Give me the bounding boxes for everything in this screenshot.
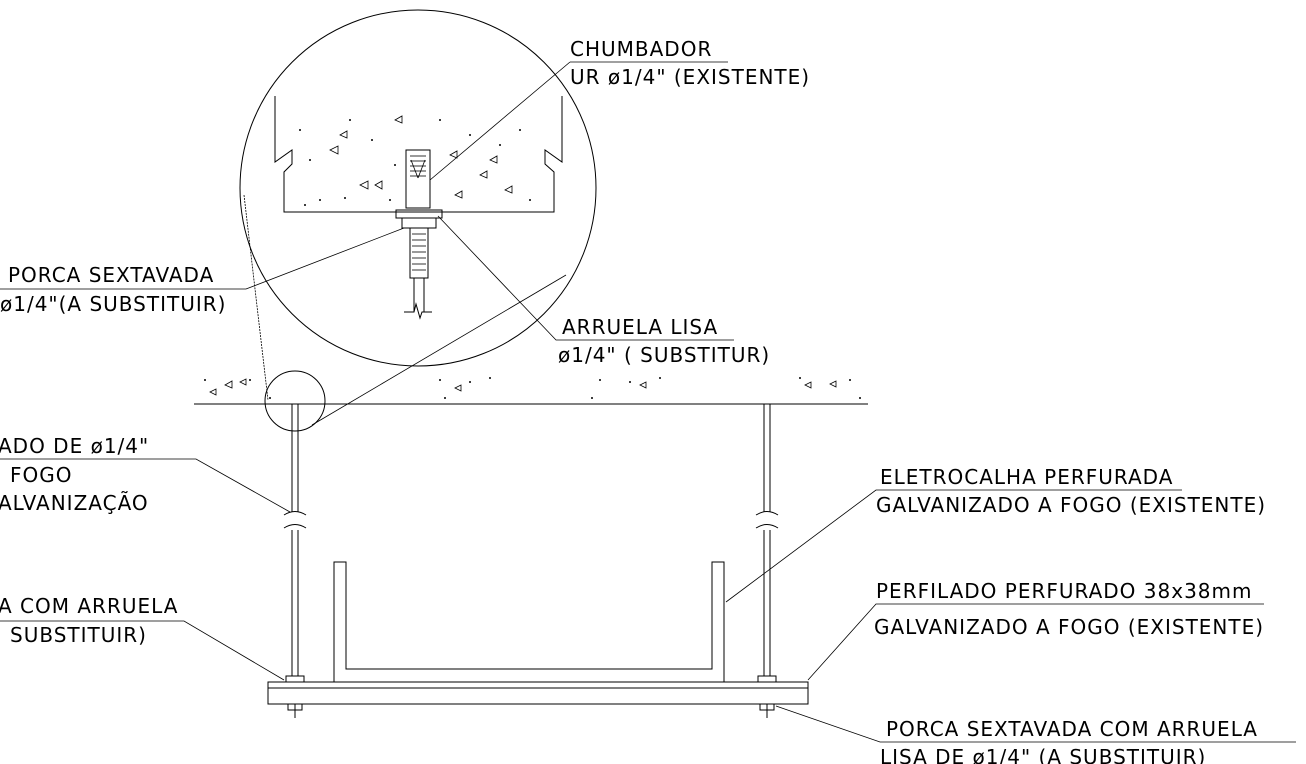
label-vergalhao-2: FOGO	[10, 463, 73, 487]
threaded-rod-right	[755, 404, 779, 718]
label-porca-left-1: A COM ARRUELA	[0, 594, 178, 618]
label-eletrocalha-2: GALVANIZADO A FOGO (EXISTENTE)	[876, 493, 1266, 517]
label-porca-left-2: SUBSTITUIR)	[10, 623, 147, 647]
leader-lines	[0, 61, 1296, 743]
label-porca-bottom-2: LISA DE ø1/4" (A SUBSTITUIR)	[880, 745, 1206, 764]
detail-bubble	[239, 9, 597, 426]
threaded-rod-left	[283, 404, 307, 718]
label-arruela-1: ARRUELA LISA	[562, 315, 718, 339]
label-eletrocalha-1: ELETROCALHA PERFURADA	[880, 465, 1173, 489]
cable-tray	[333, 561, 725, 682]
label-porca-bottom-1: PORCA SEXTAVADA COM ARRUELA	[886, 717, 1258, 741]
label-perfilado-2: GALVANIZADO A FOGO (EXISTENTE)	[874, 615, 1264, 639]
label-chumbador-1: CHUMBADOR	[570, 37, 712, 61]
label-chumbador-2: UR ø1/4" (EXISTENTE)	[570, 65, 810, 89]
label-perfilado-1: PERFILADO PERFURADO 38x38mm	[876, 579, 1252, 603]
label-vergalhao-3: ALVANIZAÇÃO	[0, 491, 149, 515]
annotation-labels: CHUMBADOR UR ø1/4" (EXISTENTE) PORCA SEX…	[0, 37, 1266, 764]
ceiling-slab	[194, 370, 868, 432]
strut-profile	[267, 681, 809, 705]
label-porca-top-2: ø1/4"(A SUBSTITUIR)	[0, 292, 226, 316]
label-arruela-2: ø1/4" ( SUBSTITUR)	[558, 343, 770, 367]
label-porca-top-1: PORCA SEXTAVADA	[8, 263, 214, 287]
label-vergalhao-1: ADO DE ø1/4"	[0, 434, 149, 458]
